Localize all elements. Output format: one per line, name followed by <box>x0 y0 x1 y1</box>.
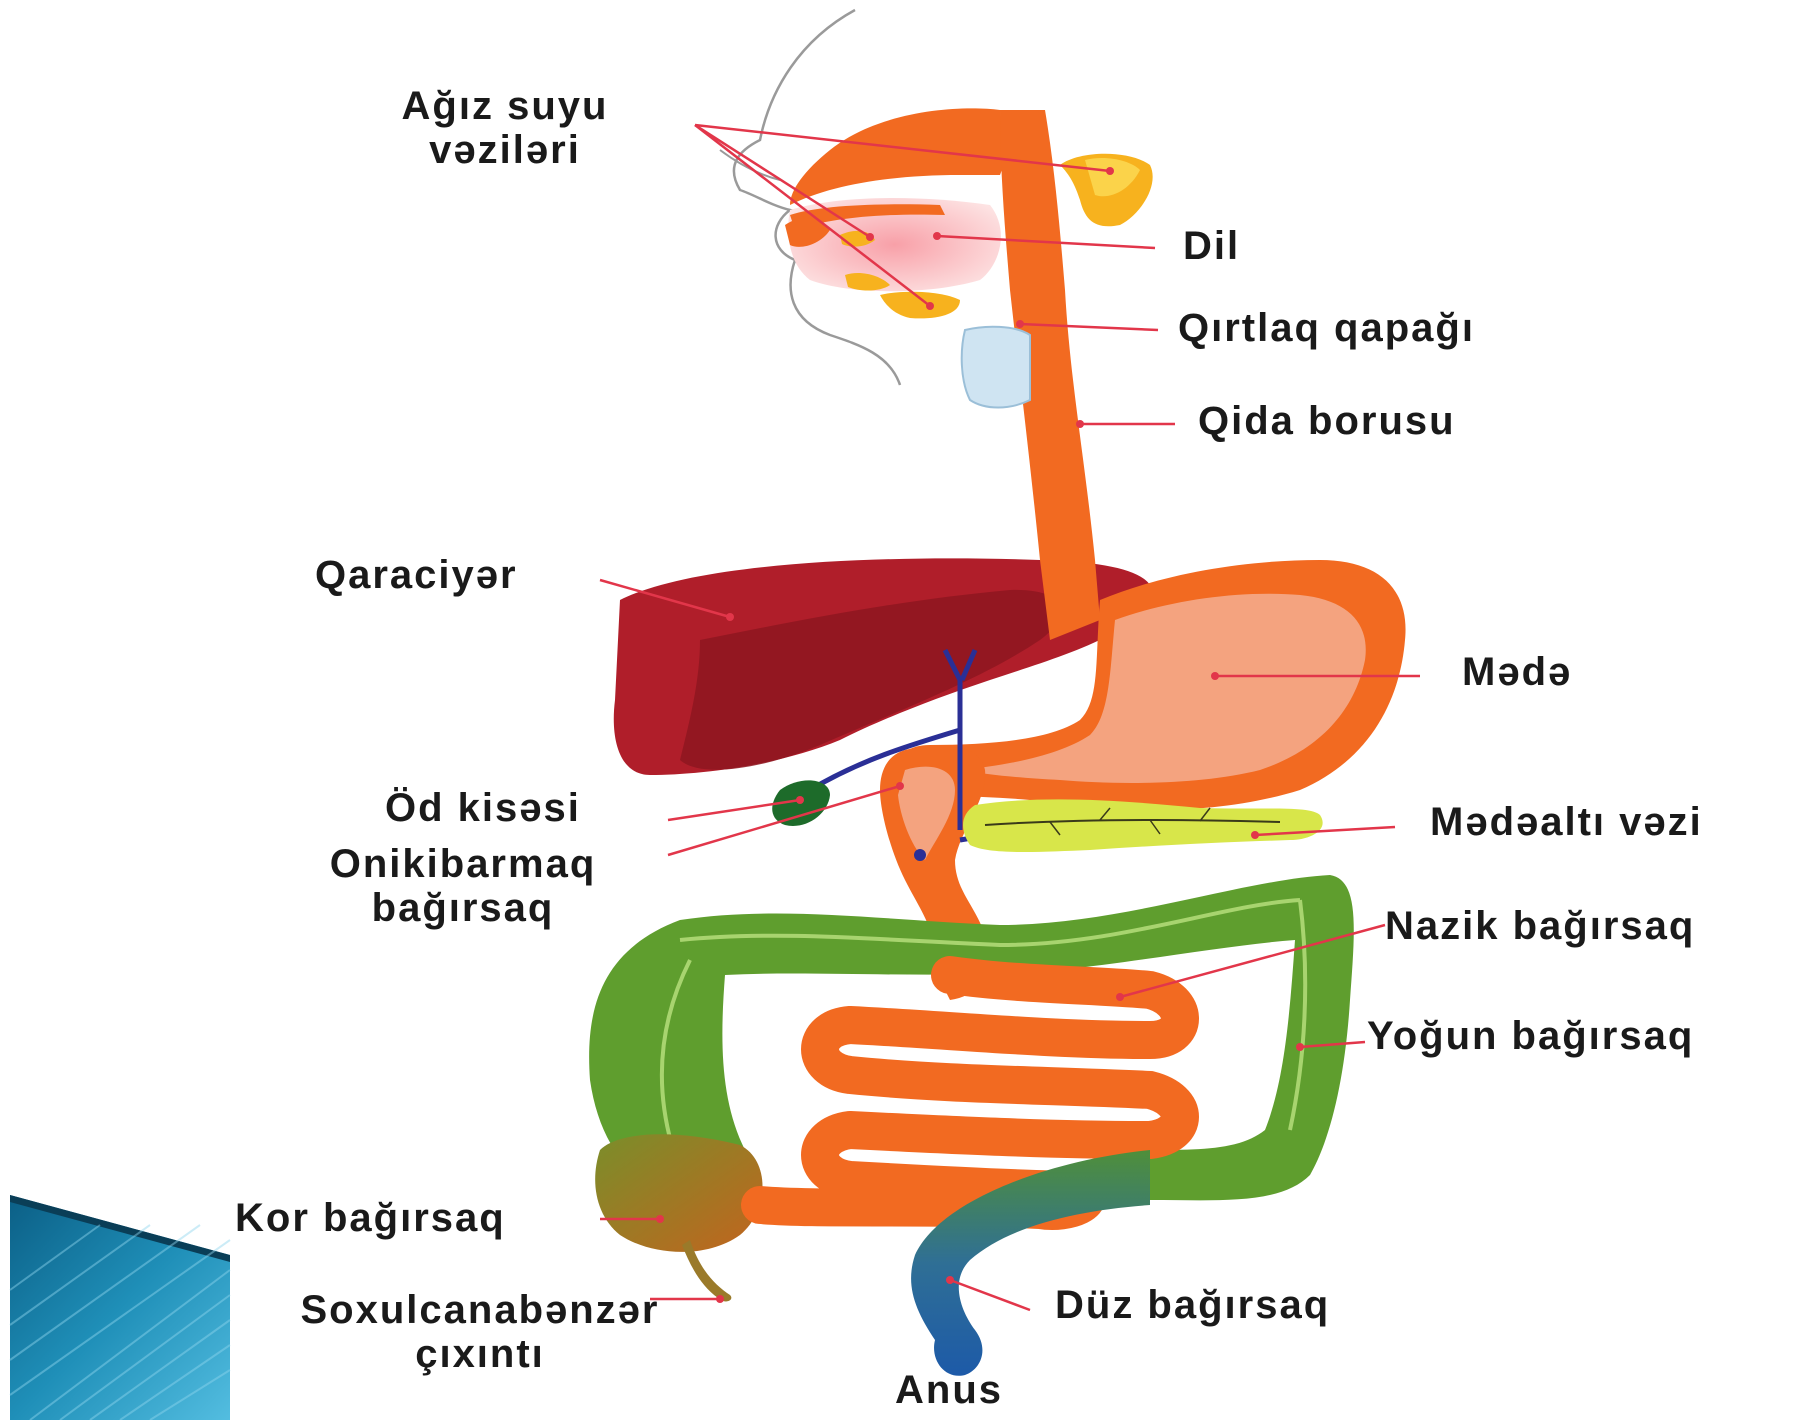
slide-accent-arrow <box>10 1195 230 1420</box>
epiglottis <box>962 327 1030 408</box>
label-small-intestine: Nazik bağırsaq <box>1385 904 1695 948</box>
cecum <box>595 1134 762 1252</box>
label-appendix: Soxulcanabənzər çıxıntı <box>235 1288 725 1376</box>
label-duodenum-line2: bağırsaq <box>278 886 648 930</box>
label-esophagus: Qida borusu <box>1198 399 1456 443</box>
label-duodenum-line1: Onikibarmaq <box>278 842 648 886</box>
bile-duct-opening <box>914 849 926 861</box>
label-appendix-line1: Soxulcanabənzər <box>235 1288 725 1332</box>
label-epiglottis: Qırtlaq qapağı <box>1178 306 1475 350</box>
label-duodenum: Onikibarmaq bağırsaq <box>278 842 648 930</box>
label-appendix-line2: çıxıntı <box>235 1332 725 1376</box>
label-salivary-glands-line2: vəziləri <box>360 128 650 172</box>
label-rectum: Düz bağırsaq <box>1055 1283 1330 1327</box>
label-pancreas: Mədəaltı vəzi <box>1430 800 1703 844</box>
label-gallbladder: Öd kisəsi <box>385 786 581 830</box>
pancreas <box>963 799 1323 852</box>
label-tongue: Dil <box>1183 224 1240 268</box>
label-stomach: Mədə <box>1462 650 1572 694</box>
label-large-intestine: Yoğun bağırsaq <box>1367 1014 1694 1058</box>
label-liver: Qaraciyər <box>315 553 518 597</box>
head-outline <box>734 10 900 385</box>
label-salivary-glands: Ağız suyu vəziləri <box>360 84 650 172</box>
label-salivary-glands-line1: Ağız suyu <box>360 84 650 128</box>
label-cecum: Kor bağırsaq <box>235 1196 506 1240</box>
label-anus: Anus <box>895 1368 1003 1412</box>
